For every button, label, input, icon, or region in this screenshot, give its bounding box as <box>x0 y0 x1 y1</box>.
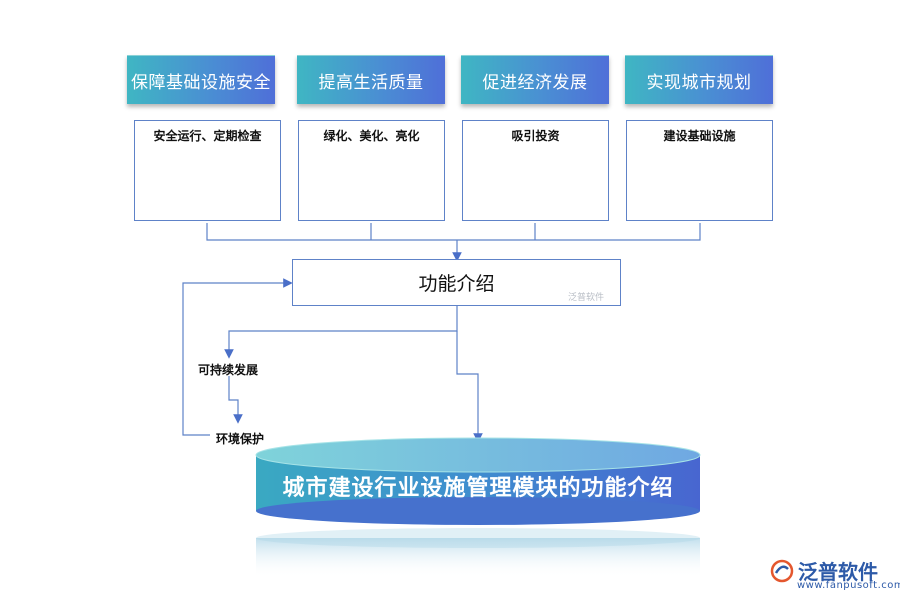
cylinder-title: 城市建设行业设施管理模块的功能介绍 <box>282 476 674 501</box>
cylinder <box>255 437 701 525</box>
header-urban-planning: 实现城市规划 <box>625 55 773 104</box>
header-economic-development: 促进经济发展 <box>461 55 609 104</box>
top-connector <box>206 223 701 262</box>
logo-name: 泛普软件 <box>798 560 878 584</box>
logo-url: www.fanpusoft.com <box>797 580 900 591</box>
function-intro-box: 功能介绍 <box>292 259 621 306</box>
panel-text: 吸引投资 <box>511 129 560 143</box>
branch-environmental-protection: 环境保护 <box>216 432 265 446</box>
panel-infrastructure-safety: 安全运行、定期检查 <box>134 120 281 221</box>
logo-icon <box>770 559 794 582</box>
header-quality-of-life: 提高生活质量 <box>297 55 445 104</box>
panel-quality-of-life: 绿化、美化、亮化 <box>298 120 445 221</box>
panel-text: 安全运行、定期检查 <box>153 129 262 143</box>
function-intro-label: 功能介绍 <box>418 273 495 295</box>
branch-sustainable-development: 可持续发展 <box>198 363 259 377</box>
brand-logo: 泛普软件 <box>770 556 878 585</box>
header-infrastructure-safety: 保障基础设施安全 <box>127 55 275 104</box>
panel-text: 建设基础设施 <box>663 129 736 143</box>
center-watermark: 泛普软件 <box>568 293 605 303</box>
panel-urban-planning: 建设基础设施 <box>626 120 773 221</box>
panel-economic-development: 吸引投资 <box>462 120 609 221</box>
cylinder-reflection <box>256 528 700 578</box>
branch-connectors <box>182 278 483 443</box>
panel-text: 绿化、美化、亮化 <box>323 129 420 143</box>
